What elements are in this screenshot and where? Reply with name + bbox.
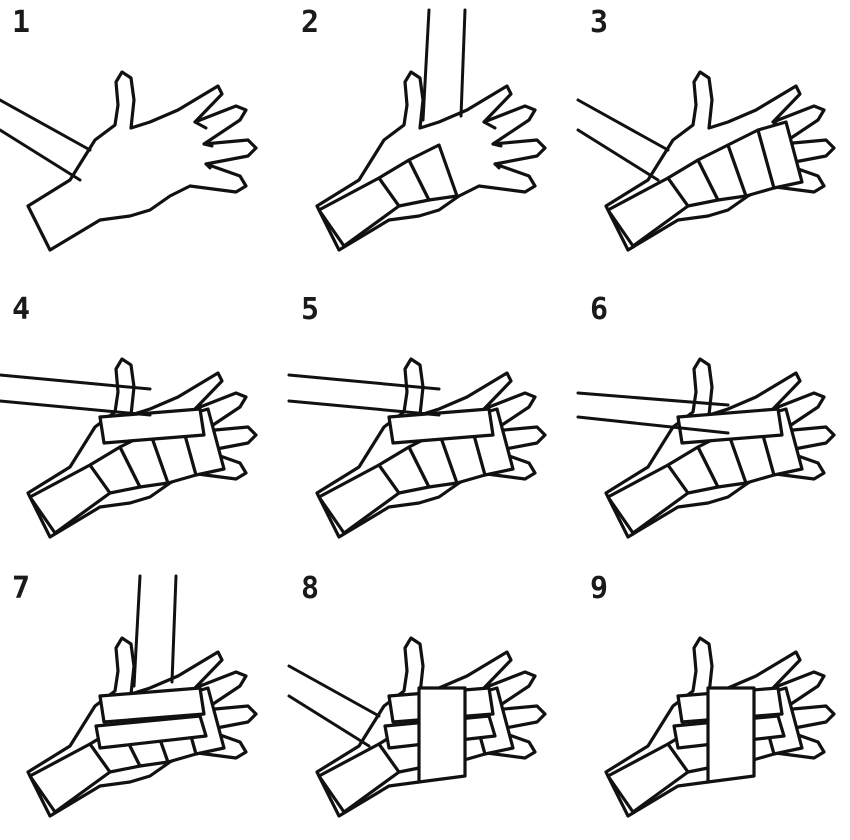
hand-illustration: [0, 357, 258, 539]
hand-group: [287, 357, 547, 539]
step-number: 9: [590, 571, 610, 606]
loose-wrap-strap: [132, 574, 178, 688]
hand-illustration: [604, 636, 836, 818]
loose-wrap-strap: [287, 373, 441, 417]
hand-outline: [26, 70, 258, 252]
wrap-layer: [407, 143, 459, 202]
step-panel-2: 2: [289, 0, 572, 274]
step-panel-9: 9: [578, 566, 850, 840]
hand-group: [576, 70, 836, 252]
loose-wrap-strap: [0, 373, 152, 417]
step-panel-1: 1: [0, 0, 283, 274]
hand-illustration: [315, 8, 547, 252]
wrap-layer: [387, 407, 495, 445]
step-number: 7: [12, 571, 32, 606]
wrap-layer: [706, 686, 756, 784]
hand-group: [0, 70, 258, 252]
hand-group: [0, 357, 258, 539]
step-number: 8: [301, 571, 321, 606]
hand-group: [26, 574, 258, 818]
loose-wrap-strap: [287, 664, 381, 748]
hand-illustration: [0, 70, 258, 252]
step-panel-4: 4: [0, 287, 283, 561]
loose-wrap-strap: [576, 98, 670, 182]
hand-illustration: [287, 636, 547, 818]
hand-group: [604, 636, 836, 818]
step-number: 4: [12, 292, 32, 327]
loose-wrap-strap: [421, 8, 467, 122]
step-panel-3: 3: [576, 0, 850, 274]
step-panel-6: 6: [576, 287, 850, 561]
hand-wrap-steps-diagram: 1 2 3 4 5 6 7 8 9: [0, 0, 850, 818]
hand-group: [576, 357, 836, 539]
step-number: 3: [590, 5, 610, 40]
hand-illustration: [576, 70, 836, 252]
step-number: 2: [301, 5, 321, 40]
step-number: 5: [301, 292, 321, 327]
step-panel-7: 7: [0, 566, 283, 840]
finger-crease: [482, 120, 497, 130]
step-panel-5: 5: [287, 287, 572, 561]
wrap-layer: [94, 714, 208, 750]
finger-crease: [493, 162, 501, 170]
finger-crease: [204, 162, 212, 170]
wrap-layer: [98, 686, 206, 724]
wrap-layer: [676, 407, 784, 445]
wrap-layer: [98, 407, 206, 445]
wrap-layer: [417, 686, 467, 784]
step-number: 6: [590, 292, 610, 327]
loose-wrap-strap: [0, 98, 92, 182]
finger-crease: [491, 142, 503, 148]
step-panel-8: 8: [287, 566, 572, 840]
finger-crease: [193, 120, 208, 130]
hand-illustration: [26, 574, 258, 818]
step-number: 1: [12, 5, 32, 40]
wrap-layer: [756, 120, 804, 190]
finger-crease: [202, 142, 214, 148]
loose-wrap-strap: [576, 391, 730, 435]
hand-group: [287, 636, 547, 818]
hand-illustration: [287, 357, 547, 539]
hand-group: [315, 8, 547, 252]
hand-illustration: [576, 357, 836, 539]
